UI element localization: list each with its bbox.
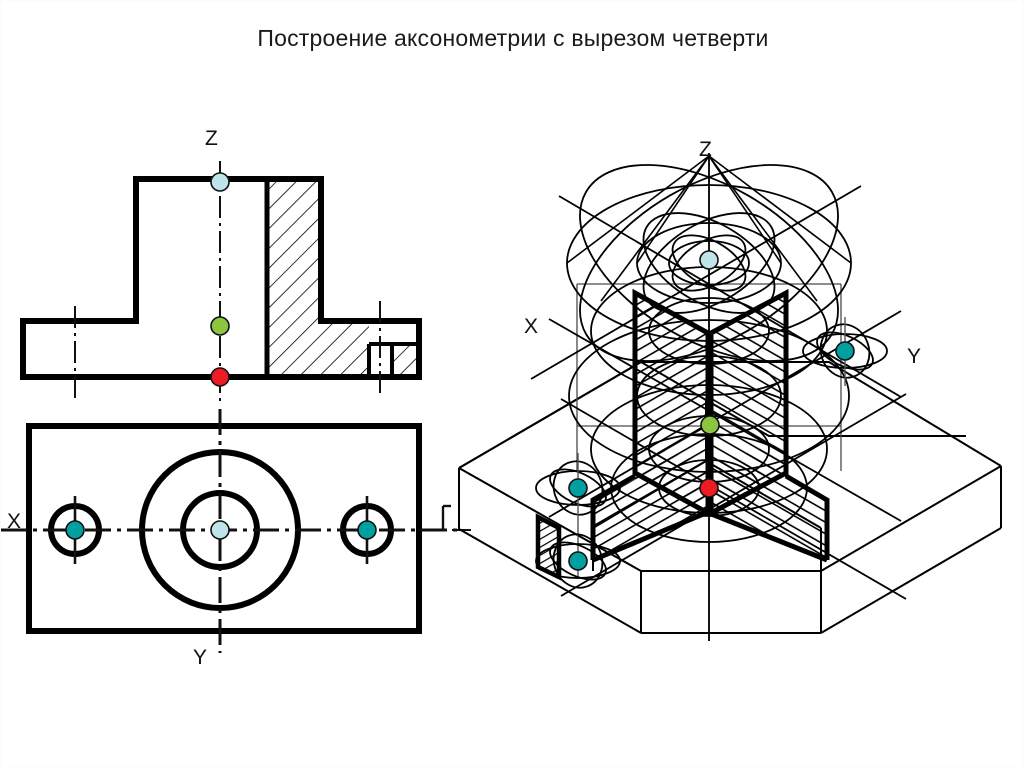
point-shoulder [210, 316, 230, 336]
point-top-center [210, 172, 230, 192]
iso-hole-right [802, 317, 888, 386]
point-iso-hole-far [568, 478, 588, 498]
iso-lower-hatching-right [712, 441, 826, 559]
axis-label-y-iso: Y [907, 345, 921, 368]
axis-label-z-iso: Z [699, 138, 712, 161]
point-base [210, 367, 230, 387]
top-view-points [65, 520, 377, 540]
point-iso-hole-right [835, 341, 855, 361]
front-view-hole-lines [367, 342, 419, 377]
point-iso-hole-near [568, 551, 588, 571]
point-iso-top [699, 250, 719, 270]
iso-points [568, 250, 855, 571]
axis-label-z-front: Z [205, 127, 218, 150]
page-title: Построение аксонометрии с вырезом четвер… [257, 25, 769, 51]
iso-lower-hatching-left [595, 441, 707, 559]
point-iso-base [699, 478, 719, 498]
point-hole-right [357, 520, 377, 540]
axis-label-x-iso: X [524, 315, 538, 338]
point-hole-left [65, 520, 85, 540]
point-iso-boss [700, 415, 720, 435]
iso-hole-near-left [535, 533, 621, 589]
front-view-points [210, 172, 230, 387]
front-view-centerlines [74, 161, 381, 405]
top-view-tick-right [441, 504, 451, 530]
point-center-top [210, 520, 230, 540]
top-view-plate-outline [26, 423, 422, 634]
axis-label-x-top: X [7, 510, 21, 533]
iso-apex-fan [566, 155, 852, 302]
axis-label-y-top: Y [193, 646, 207, 669]
